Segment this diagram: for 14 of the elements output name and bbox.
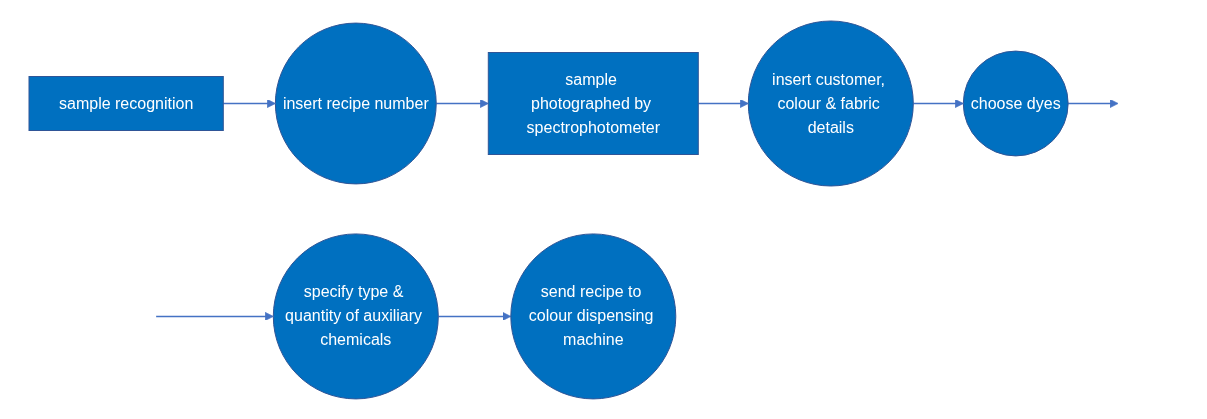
- node-box: sample recognition: [28, 75, 224, 131]
- arrow: [155, 311, 274, 321]
- node-box: sample photographed by spectrophotometer: [487, 51, 699, 155]
- arrow: [437, 311, 512, 321]
- arrow: [222, 98, 276, 108]
- node-circle: choose dyes: [962, 50, 1069, 156]
- node-circle: insert recipe number: [274, 22, 437, 184]
- arrow: [1067, 98, 1119, 108]
- node-circle: specify type & quantity of auxiliary chemicals: [272, 232, 439, 399]
- node-circle: insert customer, colour & fabric details: [747, 20, 914, 187]
- arrow: [912, 98, 964, 108]
- node-circle: send recipe to colour dispensing machine: [510, 232, 677, 399]
- arrow: [697, 98, 749, 108]
- arrow: [435, 98, 489, 108]
